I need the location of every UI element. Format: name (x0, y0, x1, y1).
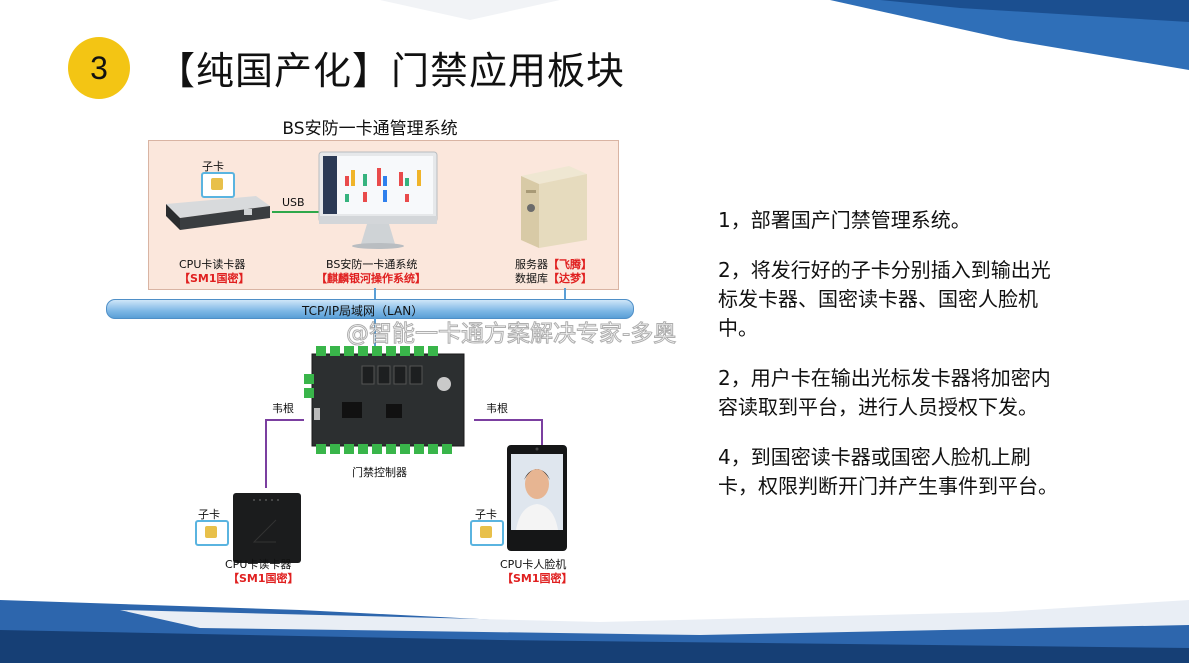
bottom-right-face-label: CPU卡人脸机 (500, 558, 567, 571)
wiegand-wiring (265, 419, 543, 488)
server-icon (521, 166, 587, 248)
sub-card-label: 子卡 (202, 160, 224, 173)
system-title: BS安防一卡通管理系统 (282, 119, 458, 139)
lan-network-bar (106, 299, 634, 319)
bottom-left-reader-label: CPU卡读卡器 (225, 558, 292, 571)
sim-card-icon (201, 172, 235, 198)
server-text: 服务器 (515, 258, 548, 271)
bottom-right-sm1-label: 【SM1国密】 (502, 572, 573, 585)
bottom-right-sub-card-label: 子卡 (475, 508, 497, 521)
server-brand: 【飞腾】 (548, 258, 592, 271)
server-label: 服务器【飞腾】 (515, 256, 592, 272)
slide-title: 【纯国产化】门禁应用板块 (157, 49, 626, 93)
controller-link-line (374, 318, 376, 348)
step-1: 1，部署国产门禁管理系统。 (718, 208, 971, 232)
door-controller-board-icon (304, 346, 465, 454)
cpu-reader-sm1-label: 【SM1国密】 (179, 272, 250, 285)
wiegand-right-label: 韦根 (486, 402, 508, 415)
sim-card-icon (470, 520, 504, 546)
usb-label: USB (282, 196, 305, 209)
step-2: 2，将发行好的子卡分别插入到输出光标发卡器、国密读卡器、国密人脸机中。 (718, 258, 1051, 340)
bottom-left-sm1-label: 【SM1国密】 (228, 572, 299, 585)
watermark: @智能一卡通方案解决专家-多奥 (345, 321, 677, 348)
access-control-diagram: BS安防一卡通管理系统 子卡 USB CPU (104, 106, 636, 590)
step-4: 4，到国密读卡器或国密人脸机上刷卡，权限判断开门并产生事件到平台。 (718, 445, 1058, 498)
database-text: 数据库 (515, 272, 548, 285)
cpu-reader-label: CPU卡读卡器 (179, 258, 246, 271)
network-label: TCP/IP局域网（LAN） (302, 304, 424, 318)
connector-line (374, 288, 376, 300)
usb-connection-line (272, 211, 320, 213)
database-brand: 【达梦】 (548, 272, 592, 285)
bs-system-label: BS安防一卡通系统 (326, 258, 418, 271)
database-label: 数据库【达梦】 (515, 270, 592, 286)
slide-number-badge: 3 (68, 37, 130, 99)
controller-label: 门禁控制器 (352, 466, 407, 479)
monitor-icon (318, 151, 438, 249)
connector-line (564, 288, 566, 300)
wiegand-left-label: 韦根 (272, 402, 294, 415)
bottom-left-sub-card-label: 子卡 (198, 508, 220, 521)
os-label: 【麒麟银河操作系统】 (316, 272, 426, 285)
face-recognition-terminal-icon (507, 445, 567, 551)
card-reader-device-icon (166, 196, 270, 230)
sim-card-icon (195, 520, 229, 546)
step-3: 2，用户卡在输出光标发卡器将加密内容读取到平台，进行人员授权下发。 (718, 366, 1051, 419)
steps-list: 1，部署国产门禁管理系统。 2，将发行好的子卡分别插入到输出光标发卡器、国密读卡… (718, 206, 1068, 522)
cpu-card-reader-icon (233, 493, 301, 563)
